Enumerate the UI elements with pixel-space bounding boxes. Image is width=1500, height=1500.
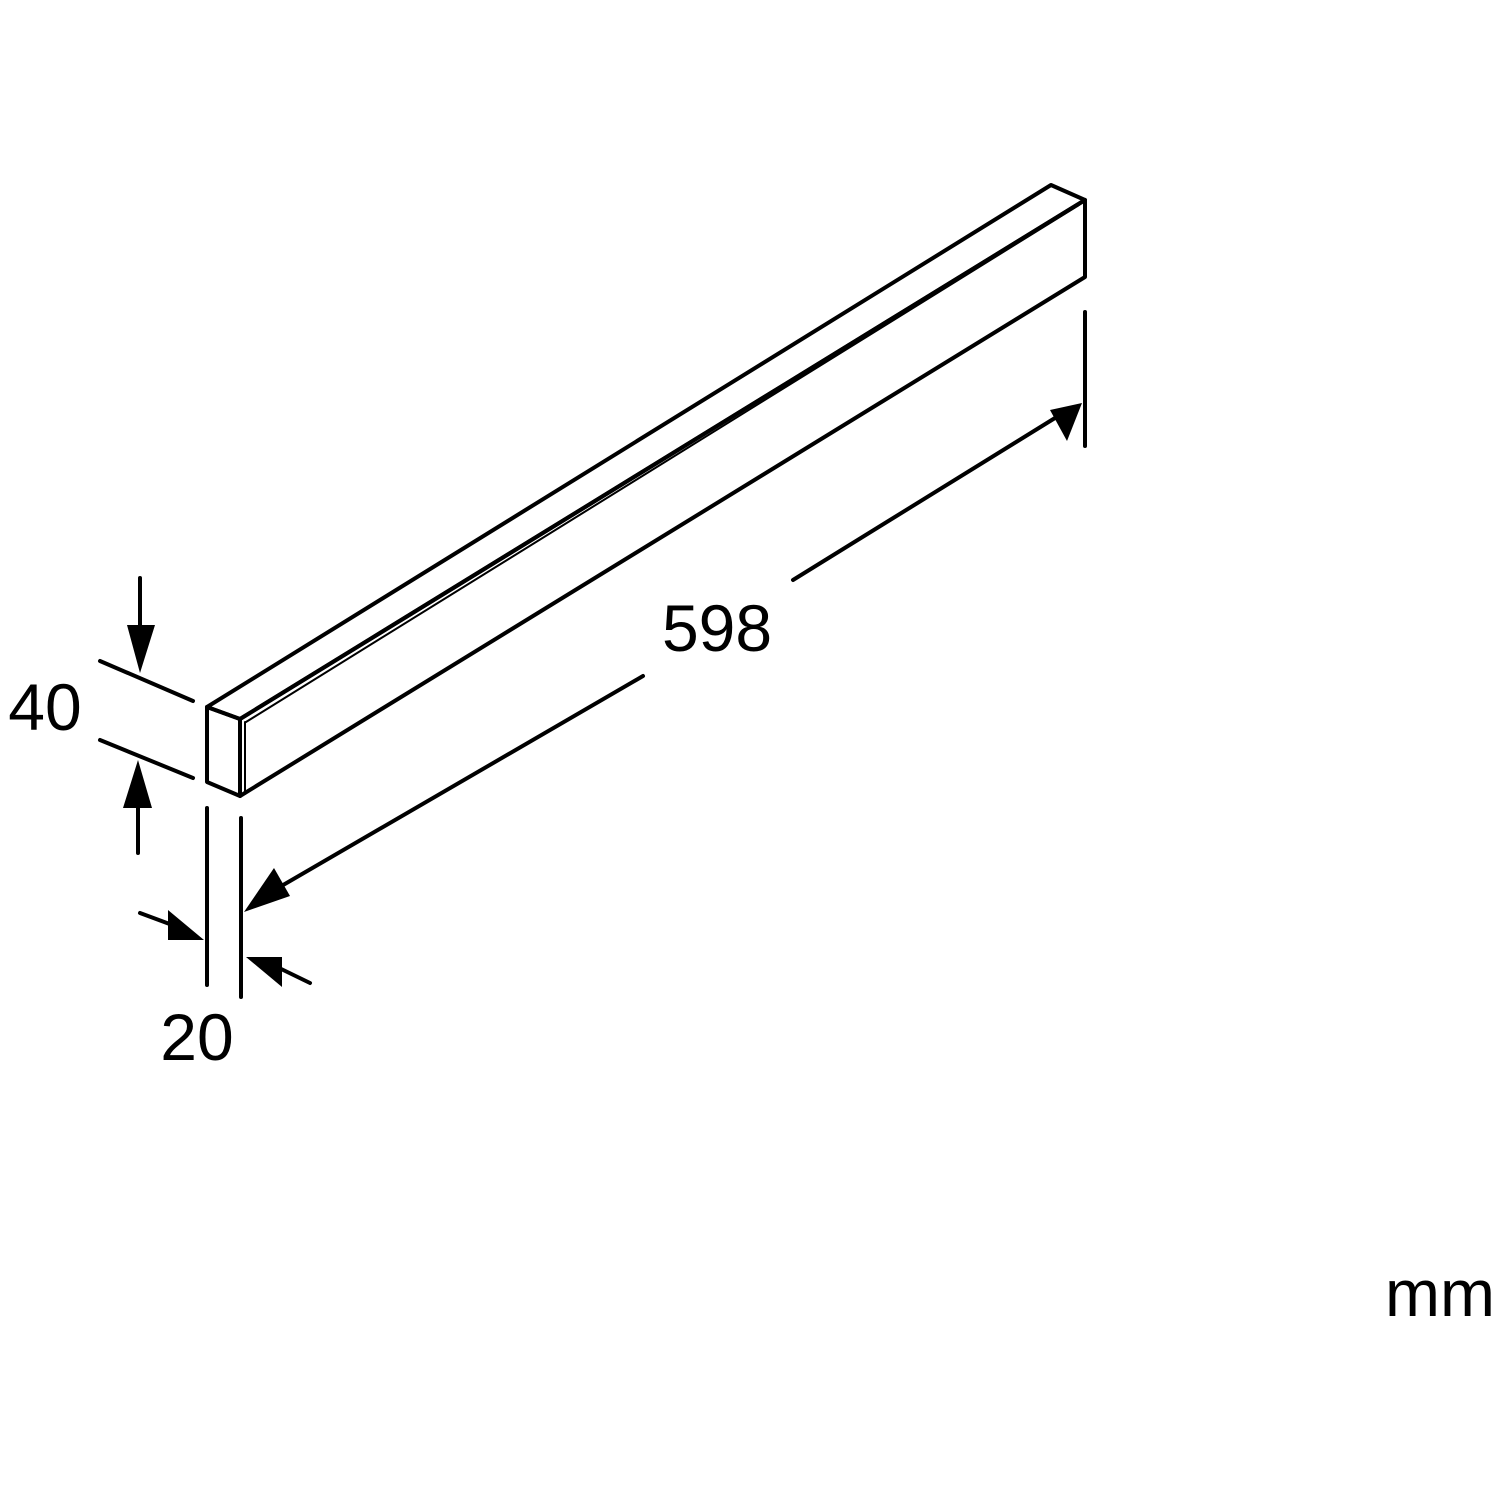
height-arrow-top-head [127,625,155,673]
height-extension-bottom [98,738,195,780]
height-arrow-bottom-head [123,760,152,808]
length-line-upper [791,416,1057,582]
height-label: 40 [8,670,81,744]
depth-arrow-right-head [246,957,282,987]
depth-dimension [138,806,312,999]
depth-label: 20 [160,1000,233,1074]
length-label: 598 [662,591,772,665]
bar-end-face [205,705,242,798]
height-extension-top [98,659,195,703]
unit-label: mm [1385,1256,1495,1330]
bar-chamfer-edge [245,204,1080,723]
length-line-lower [276,674,645,890]
length-dimension [244,310,1087,912]
bar-outline [205,183,1087,798]
bar-top-face [205,183,1087,721]
depth-arrow-left-head [168,910,204,940]
bar-front-face [238,198,1087,798]
length-arrow-left-head [244,868,290,912]
height-dimension [98,576,195,855]
length-arrow-right-head [1050,403,1082,441]
